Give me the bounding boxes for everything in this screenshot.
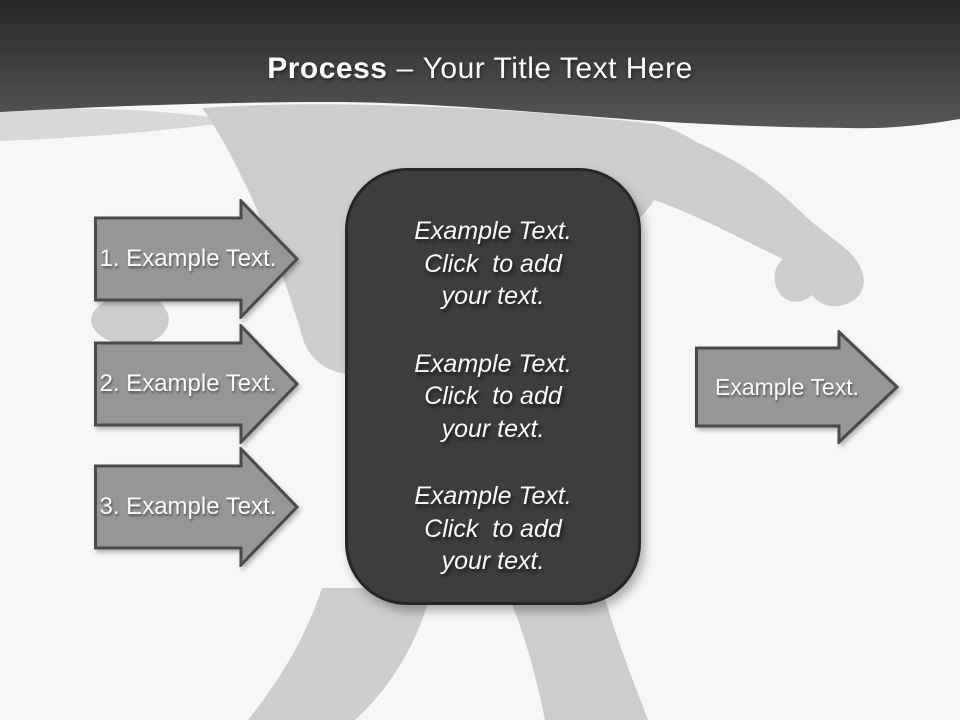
- detail-line: Example Text.: [414, 482, 572, 510]
- slide-title-separator: –: [396, 52, 414, 85]
- right-arrow-shape-icon: [94, 447, 300, 567]
- right-arrow-shape-icon: [695, 330, 900, 444]
- person-silhouette-left-hand: [91, 294, 169, 345]
- process-arrow-step-1[interactable]: 1. Example Text.: [94, 199, 300, 319]
- detail-line: your text.: [441, 414, 545, 443]
- detail-line: your text.: [441, 282, 545, 310]
- person-silhouette-left-leg: [248, 588, 432, 720]
- header-swoosh-accent: [0, 108, 238, 141]
- process-arrow-step-2[interactable]: 2. Example Text.: [94, 324, 300, 444]
- slide-title-rest: Your Title Text Here: [422, 52, 693, 85]
- process-detail-box[interactable]: Example Text. Click to add your text. Ex…: [345, 168, 641, 605]
- process-arrow-step-3[interactable]: 3. Example Text.: [94, 447, 300, 567]
- detail-line: Example Text.: [414, 349, 572, 378]
- arrow-step-2-label: 2. Example Text.: [99, 370, 277, 397]
- person-silhouette-right-leg: [505, 588, 648, 720]
- detail-line: Example Text.: [414, 217, 572, 245]
- detail-line: Click to add: [424, 382, 562, 410]
- process-detail-box-text: Example Text. Click to add your text. Ex…: [348, 215, 638, 578]
- detail-paragraph: Example Text. Click to add your text.: [414, 215, 571, 313]
- detail-line: Click to add: [424, 514, 562, 543]
- detail-line: your text.: [441, 547, 545, 575]
- right-arrow-shape-icon: [94, 199, 300, 319]
- arrow-step-1-label: 1. Example Text.: [99, 245, 277, 272]
- slide-title[interactable]: Process–Your Title Text Here: [0, 52, 960, 86]
- detail-paragraph: Example Text. Click to add your text.: [414, 348, 571, 446]
- detail-line: Click to add: [424, 249, 562, 278]
- slide-title-emphasis: Process: [267, 52, 388, 85]
- arrow-result-label: Example Text.: [714, 373, 860, 400]
- right-arrow-shape-icon: [94, 324, 300, 444]
- process-arrow-result[interactable]: Example Text.: [695, 330, 901, 444]
- arrow-step-3-label: 3. Example Text.: [99, 493, 277, 520]
- detail-paragraph: Example Text. Click to add your text.: [414, 480, 571, 578]
- header-band: [0, 0, 960, 129]
